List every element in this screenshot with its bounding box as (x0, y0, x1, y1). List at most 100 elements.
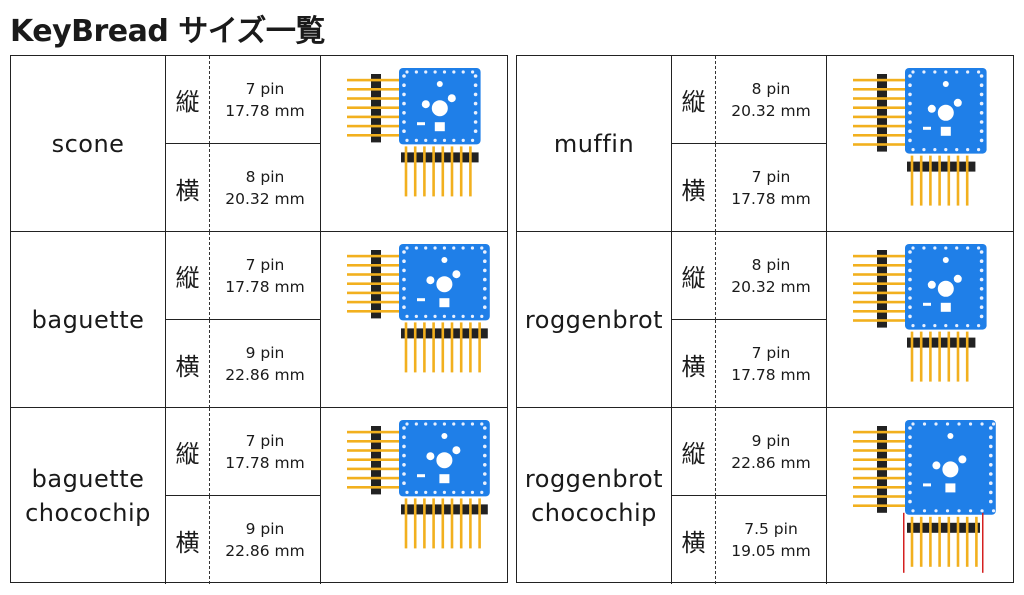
pcb-hole (442, 422, 446, 426)
vertical-pin (853, 319, 905, 322)
pcb-drawing (853, 244, 987, 382)
pcb-hole (402, 277, 406, 282)
vertical-pin (853, 88, 905, 91)
diode-mark (417, 122, 425, 126)
horizontal-pin (910, 516, 914, 567)
board-name: baguette (11, 232, 166, 407)
pcb-hole (405, 138, 409, 142)
pcb-hole (945, 422, 950, 426)
board-illustration (321, 408, 507, 584)
led-hole (942, 257, 949, 263)
pcb-hole (908, 138, 912, 143)
pcb-hole (402, 453, 406, 458)
horizontal-pin (423, 498, 426, 549)
pcb-hole (483, 268, 487, 273)
pcb-hole (483, 481, 487, 485)
pcb-hole (908, 444, 912, 449)
horizontal-pin (478, 322, 481, 373)
vertical-pin (853, 106, 905, 109)
switch-center-hole (436, 452, 453, 469)
pcb-hole (483, 426, 487, 430)
pcb-hole (979, 138, 984, 143)
horizontal-pin (404, 146, 408, 197)
pcb-hole (944, 324, 948, 328)
vertical-pin (853, 430, 905, 434)
pin-count: 8 pin (245, 168, 285, 186)
pcb-hole (934, 509, 938, 513)
pcb-hole (908, 435, 912, 439)
pcb-hole (402, 435, 406, 439)
smd-pad (439, 298, 450, 308)
pcb-hole (908, 296, 912, 300)
horizontal-header (907, 161, 976, 172)
pcb-hole (452, 422, 456, 426)
smd-pad (945, 483, 956, 493)
pcb-hole (473, 129, 478, 133)
pcb-hole (483, 277, 487, 282)
switch-center-hole (436, 276, 453, 293)
pcb-hole (922, 70, 926, 74)
board-illustration (321, 232, 507, 408)
vertical-label: 縦 (166, 56, 210, 144)
pcb-hole (402, 250, 406, 254)
length-mm: 22.86 mm (731, 453, 811, 472)
pcb-hole (473, 101, 478, 106)
pin-count: 7 pin (751, 344, 791, 362)
pcb-hole (966, 246, 970, 250)
pcb-hole (452, 490, 456, 494)
pcb-hole (433, 70, 437, 74)
vertical-pin (853, 273, 905, 276)
pin-count: 8 pin (751, 255, 791, 274)
pcb-hole (471, 138, 475, 142)
vertical-pin (347, 300, 399, 304)
horizontal-pin (413, 322, 417, 373)
diode-mark (923, 302, 931, 306)
pcb-drawing (853, 420, 996, 573)
pcb-hole (934, 422, 938, 426)
size-guide-line (982, 512, 984, 573)
pcb-hole (968, 509, 973, 513)
horizontal-header (907, 337, 976, 348)
pcb-hole (470, 246, 475, 250)
pcb-hole (480, 314, 484, 318)
vertical-pin (853, 143, 905, 146)
pcb-hole (908, 129, 912, 133)
horizontal-pin (929, 516, 932, 567)
pcb-hole (433, 246, 437, 250)
board-illustration (321, 56, 507, 232)
vertical-pin (853, 78, 905, 82)
vertical-pin (347, 486, 399, 489)
vertical-pin (347, 440, 399, 443)
pcb-hole (955, 324, 959, 328)
pcb-hole (461, 422, 465, 426)
board-name: roggenbrot (517, 232, 672, 407)
switch-pin-hole (958, 455, 967, 464)
switch-pin-hole (953, 98, 962, 107)
vertical-pin (853, 254, 905, 258)
horizontal-pin (938, 331, 941, 382)
switch-pin-hole (452, 446, 461, 455)
horizontal-pin (432, 322, 435, 373)
pcb-hole (979, 120, 984, 124)
horizontal-pin (938, 155, 941, 206)
pcb-hole (979, 277, 984, 282)
horizontal-label: 横 (166, 496, 210, 584)
vertical-label: 縦 (166, 408, 210, 496)
length-mm: 22.86 mm (225, 542, 305, 560)
pcb-hole (483, 453, 487, 458)
vertical-pin (853, 458, 905, 461)
pcb-hole (402, 426, 406, 430)
pcb-hole (908, 287, 912, 291)
pcb-hole (442, 314, 446, 318)
horizontal-pin (929, 331, 932, 382)
pcb-hole (402, 305, 406, 309)
pcb-hole (480, 422, 484, 426)
horizontal-pin (947, 516, 951, 567)
diode-mark (923, 126, 931, 130)
vertical-pin (853, 97, 905, 100)
pcb-hole (402, 296, 406, 300)
